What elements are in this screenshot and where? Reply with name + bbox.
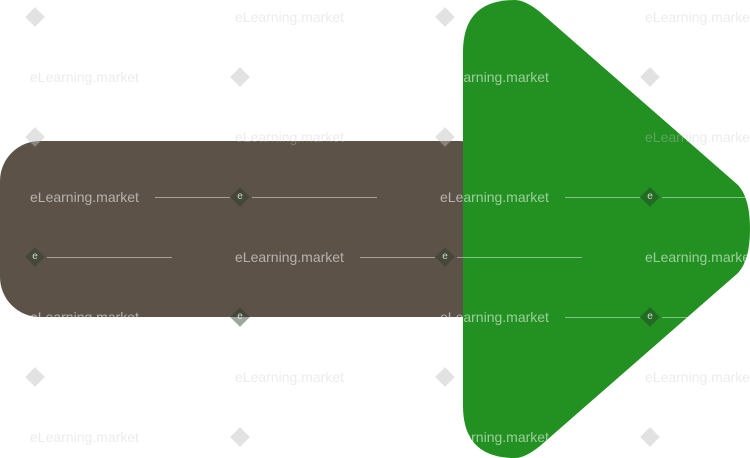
- arrow-head: [463, 0, 750, 458]
- arrow-shaft: [0, 141, 500, 317]
